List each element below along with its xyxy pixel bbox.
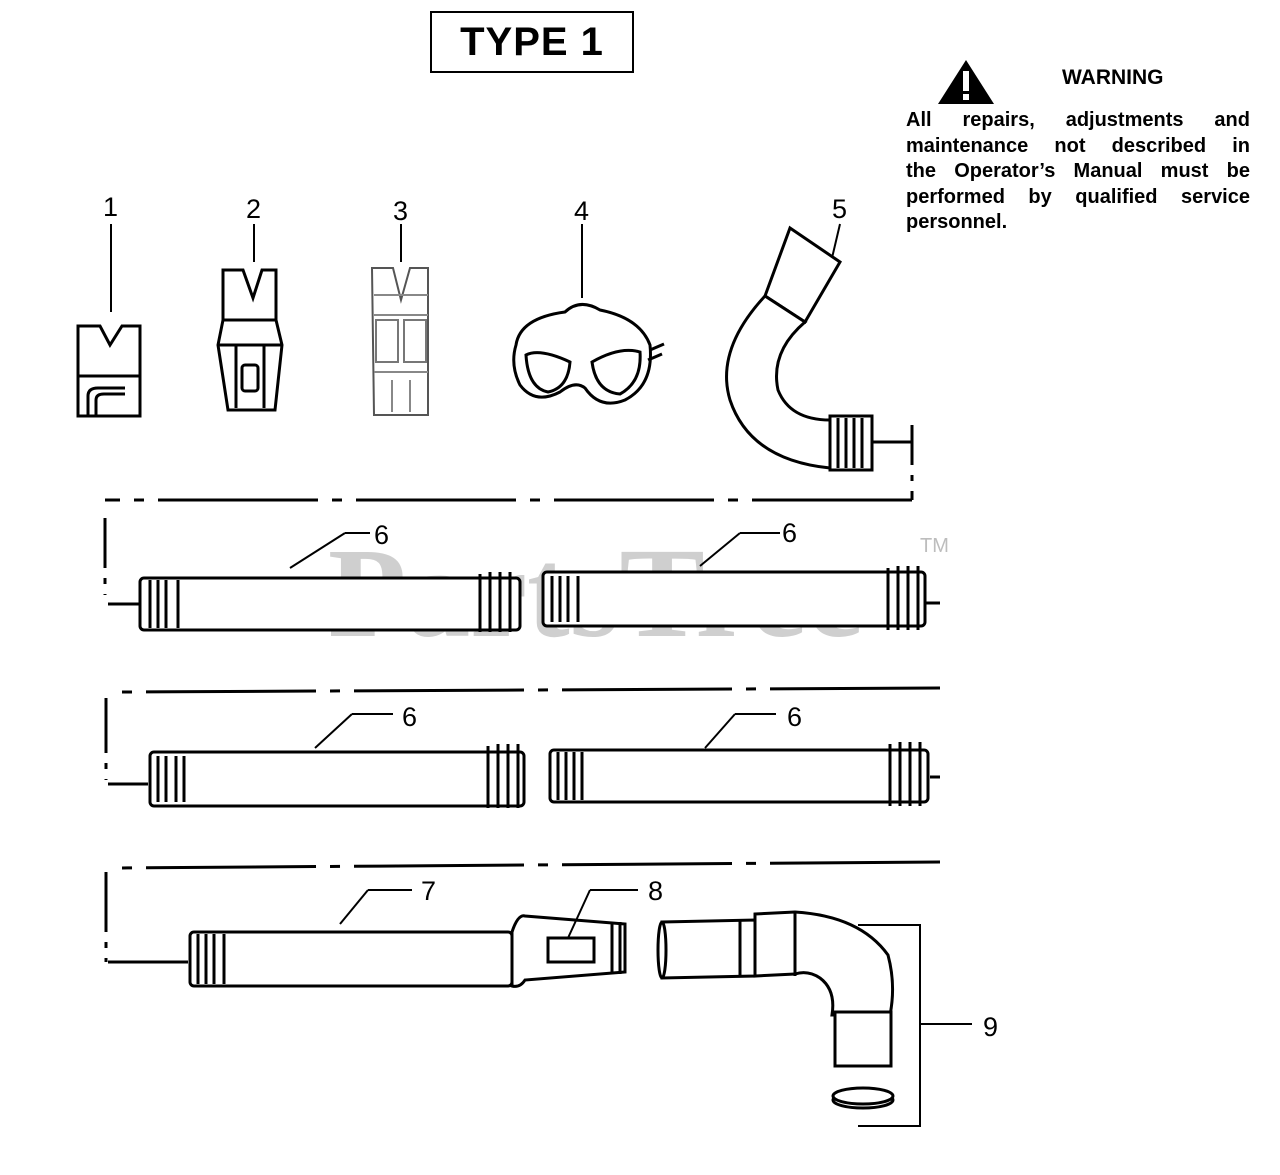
warning-triangle-icon xyxy=(938,60,994,104)
assembly-connector-lines xyxy=(103,425,941,964)
part-7-tube-with-window xyxy=(188,889,627,988)
callout-5: 5 xyxy=(832,194,847,224)
part-5-curved-tube xyxy=(725,223,912,472)
part-6-tube-b xyxy=(541,532,927,630)
warning-line-1: All repairs, adjustments and xyxy=(906,109,1250,131)
part-6-tube-a xyxy=(138,532,522,632)
callout-4: 4 xyxy=(574,196,589,226)
warning-line-3: the Operator’s Manual must be xyxy=(906,160,1250,182)
watermark-trademark: TM xyxy=(920,535,949,557)
warning-line-2: maintenance not described in xyxy=(906,134,1250,157)
type-label-box: TYPE 1 xyxy=(430,11,634,73)
callout-2: 2 xyxy=(246,194,261,224)
callout-6d: 6 xyxy=(787,702,802,732)
callout-9: 9 xyxy=(983,1012,998,1042)
warning-line-5: personnel. xyxy=(906,211,1008,233)
callout-1: 1 xyxy=(103,192,118,222)
callout-7: 7 xyxy=(421,876,436,906)
callout-6b: 6 xyxy=(782,518,797,548)
part-9-elbow xyxy=(656,910,972,1127)
part-3-extension-nozzle xyxy=(370,224,429,416)
callout-6a: 6 xyxy=(374,520,389,550)
callout-labels: 1 2 3 4 5 6 6 6 6 7 8 9 xyxy=(103,192,998,1042)
type-label: TYPE 1 xyxy=(460,19,604,64)
warning-line-4: performed by qualified service xyxy=(906,185,1250,208)
warning-message: All repairs, adjustments and maintenance… xyxy=(906,108,1250,236)
part-1-concentrator-nozzle xyxy=(76,224,142,418)
part-4-safety-goggles xyxy=(512,224,665,405)
callout-8: 8 xyxy=(648,876,663,906)
callout-6c: 6 xyxy=(402,702,417,732)
part-2-nozzle xyxy=(216,224,284,412)
callout-3: 3 xyxy=(393,196,408,226)
part-6-tube-d xyxy=(548,713,930,806)
part-6-tube-c xyxy=(148,713,526,808)
warning-title: WARNING xyxy=(1062,66,1164,89)
